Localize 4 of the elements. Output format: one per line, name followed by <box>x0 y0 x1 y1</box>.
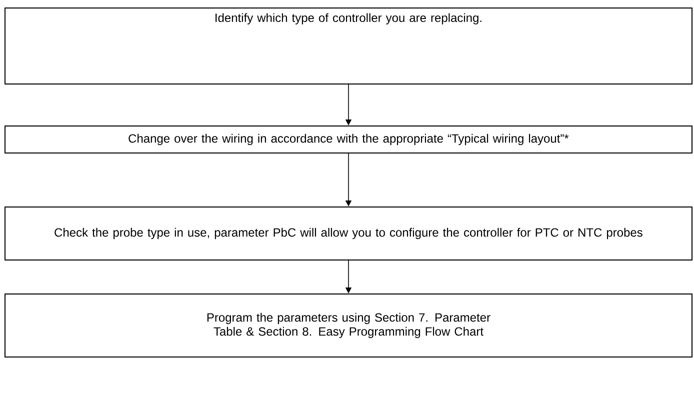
process-box: Check the probe type in use, parameter PbC will allow you to configure the controller for PTC or NTC probes <box>4 206 692 260</box>
process-box: Change over the wiring in accordance with the appropriate “Typical wiring layout”* <box>4 126 692 154</box>
process-box: Program the parameters using Section 7. Parameter Table & Section 8. Easy Programming Flow Chart <box>4 294 692 358</box>
process-box: Identify which type of controller you are replacing. <box>4 8 692 84</box>
